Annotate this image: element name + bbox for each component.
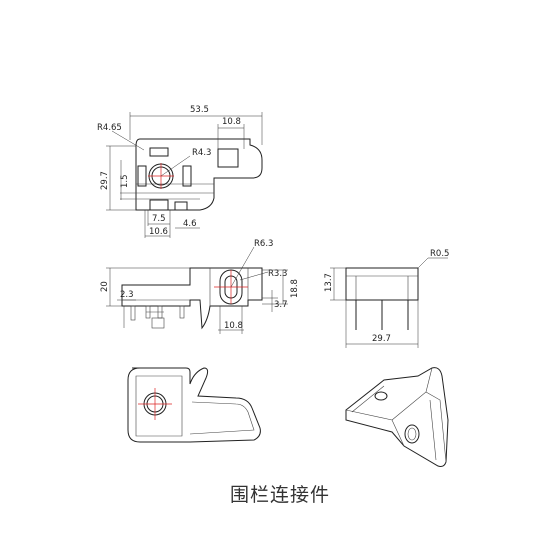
caption: 围栏连接件 [229,484,330,506]
dim-hole-h: 18.8 [290,279,300,298]
dim-bottom-w: 10.8 [224,321,243,331]
side-view: R0.5 13.7 29.7 [324,249,449,348]
dim-offset: 4.6 [183,219,197,229]
dim-small-radius: R3.3 [268,269,287,279]
dim-slot-b: 10.6 [149,227,168,237]
dim-side-radius: R0.5 [430,249,449,259]
dim-front-height: 20 [100,281,110,292]
dim-hole-off: 3.7 [274,300,288,310]
dim-small-left: 1.5 [120,174,130,188]
dim-hole-radius: R4.3 [192,148,211,158]
dim-front-small: 2.3 [120,290,134,300]
dim-side-width: 29.7 [372,334,391,344]
flat-outline [127,367,261,443]
dim-side-height: 13.7 [324,273,334,292]
top-view: 53.5 10.8 R4.65 R4.3 29.7 1.5 7.5 10.6 4… [97,105,263,238]
dim-height: 29.7 [100,171,110,190]
dim-width-total: 53.5 [190,105,209,115]
dim-slot-a: 7.5 [152,214,166,224]
front-view: 20 2.3 R6.3 R3.3 18.8 3.7 10.8 [100,239,300,334]
dim-slot-width: 10.8 [222,117,241,127]
iso-view [345,367,449,467]
dim-corner-radius: R4.65 [97,123,122,133]
dim-arc-radius: R6.3 [254,239,273,249]
